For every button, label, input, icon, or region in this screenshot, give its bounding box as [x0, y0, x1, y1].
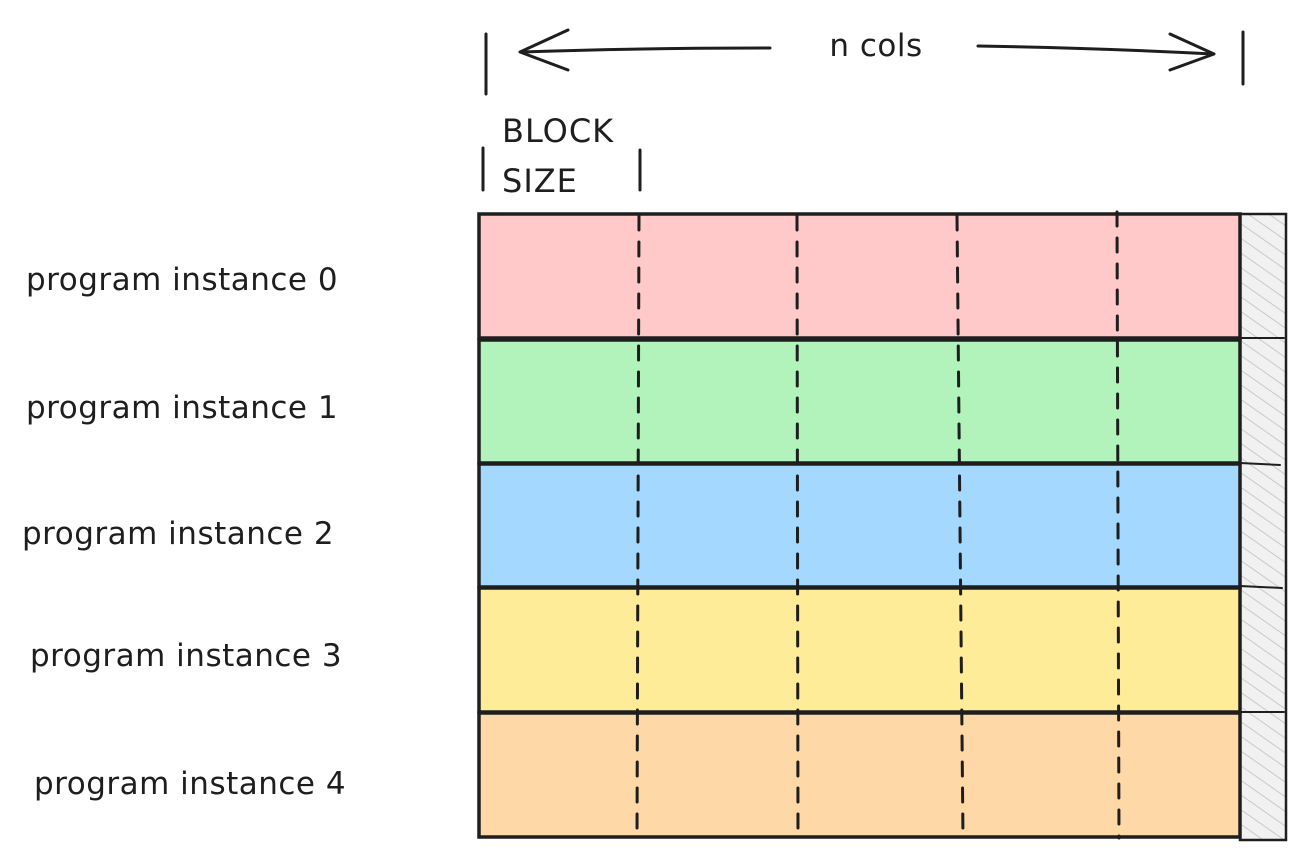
block-boundary-3: [955, 214, 965, 840]
padding-column: [1238, 212, 1288, 842]
padding-divider-2: [1239, 462, 1281, 466]
n-cols-label: n cols: [829, 28, 922, 64]
left-arrow-shaft: [520, 46, 772, 54]
row-labels: program instance 0 program instance 1 pr…: [22, 262, 346, 802]
n-cols-dimension: n cols: [484, 28, 1245, 96]
block-size-label-line1: BLOCK: [502, 112, 614, 150]
row-label-4: program instance 4: [34, 766, 346, 802]
block-boundary-1: [635, 214, 641, 840]
row-block-3: [477, 586, 1242, 714]
block-boundary-4: [1115, 210, 1121, 840]
program-instance-rows: [477, 212, 1242, 839]
row-label-0: program instance 0: [26, 262, 338, 298]
row-label-1: program instance 1: [26, 390, 338, 426]
block-size-label-line2: SIZE: [502, 162, 578, 200]
right-arrow-shaft: [976, 44, 1215, 56]
row-label-2: program instance 2: [22, 516, 334, 552]
block-boundary-2: [795, 214, 800, 840]
row-block-0: [477, 212, 1242, 340]
block-size-dimension: BLOCK SIZE: [481, 112, 642, 200]
row-block-1: [477, 338, 1242, 465]
row-block-4: [477, 711, 1242, 839]
row-label-3: program instance 3: [30, 638, 342, 674]
padding-divider-3: [1239, 585, 1283, 589]
row-block-2: [477, 462, 1242, 589]
block-boundaries: [635, 210, 1121, 840]
padding-hatch: [1238, 212, 1288, 842]
right-arrow-head: [1168, 32, 1216, 72]
left-arrow-head: [518, 28, 570, 72]
